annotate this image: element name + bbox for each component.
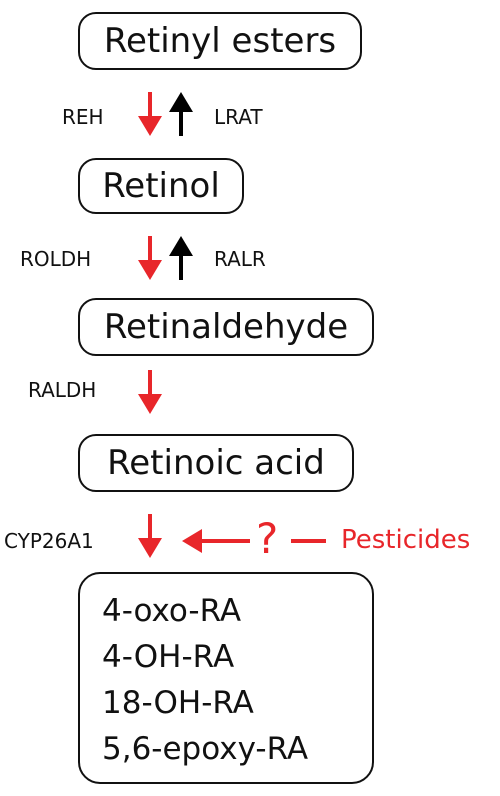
enzyme-lrat: LRAT bbox=[214, 105, 263, 129]
arrow-lrat-up bbox=[169, 92, 193, 136]
node-retinoic-acid: Retinoic acid bbox=[78, 434, 354, 492]
enzyme-cyp26a1: CYP26A1 bbox=[4, 529, 94, 553]
node-retinaldehyde-label: Retinaldehyde bbox=[103, 307, 349, 347]
arrow-pesticides-inhibit bbox=[182, 529, 326, 553]
node-retinol-label: Retinol bbox=[102, 166, 220, 206]
product-5-6-epoxy-ra: 5,6-epoxy-RA bbox=[102, 731, 309, 767]
enzyme-roldh: ROLDH bbox=[20, 247, 92, 271]
arrow-ralr-up bbox=[169, 236, 193, 280]
node-retinol: Retinol bbox=[78, 158, 244, 214]
product-4-oh-ra: 4-OH-RA bbox=[102, 639, 235, 675]
node-retinyl-esters: Retinyl esters bbox=[78, 12, 362, 70]
arrow-reh-down bbox=[138, 92, 162, 136]
node-retinoic-acid-label: Retinoic acid bbox=[107, 443, 325, 483]
arrow-roldh-down bbox=[138, 236, 162, 280]
arrow-raldh-down bbox=[138, 370, 162, 414]
unknown-mechanism-question-mark: ? bbox=[256, 514, 279, 563]
product-4-oxo-ra: 4-oxo-RA bbox=[102, 593, 242, 629]
node-retinaldehyde: Retinaldehyde bbox=[78, 298, 374, 356]
products-box: 4-oxo-RA 4-OH-RA 18-OH-RA 5,6-epoxy-RA bbox=[78, 572, 374, 784]
enzyme-raldh: RALDH bbox=[28, 378, 97, 402]
enzyme-ralr: RALR bbox=[214, 247, 266, 271]
node-retinyl-esters-label: Retinyl esters bbox=[103, 21, 337, 61]
product-18-oh-ra: 18-OH-RA bbox=[102, 685, 254, 721]
enzyme-reh: REH bbox=[62, 105, 104, 129]
arrow-cyp26a1-down bbox=[138, 514, 162, 558]
pesticides-label: Pesticides bbox=[341, 525, 471, 555]
